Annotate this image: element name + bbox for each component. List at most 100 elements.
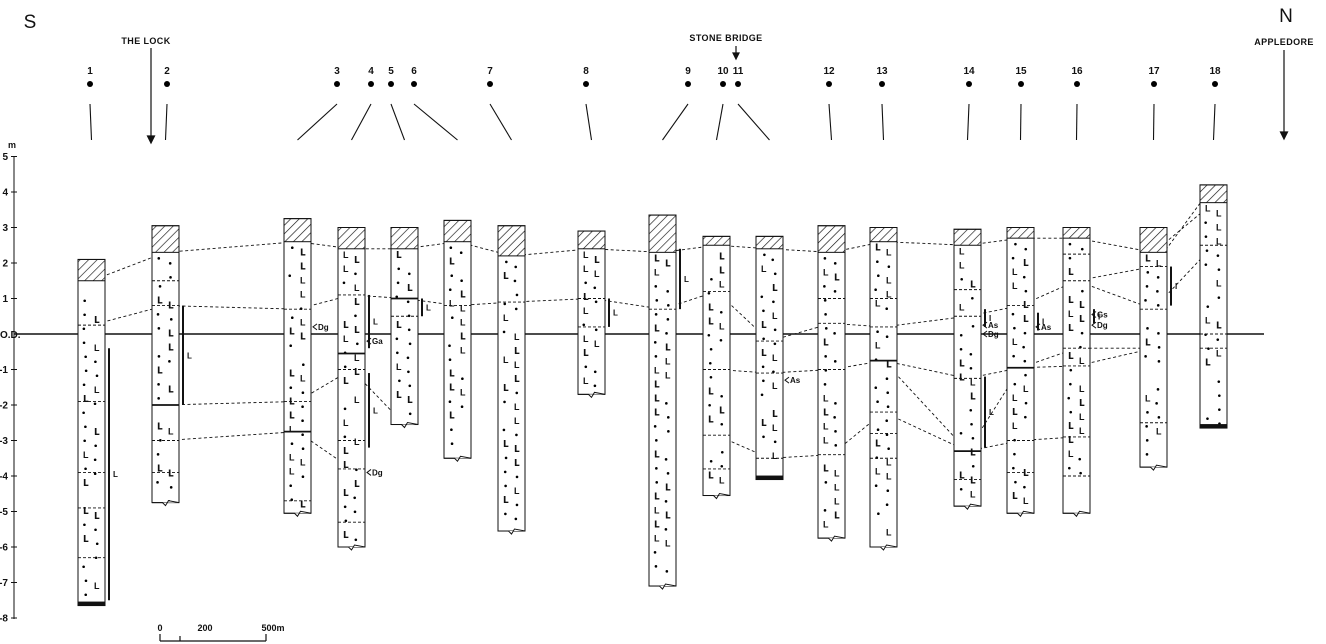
borehole-number: 6 <box>411 66 417 77</box>
sand-dot <box>1081 248 1084 251</box>
lithology-symbol: L <box>875 341 881 351</box>
sand-dot <box>515 434 518 437</box>
sand-dot <box>449 358 452 361</box>
place-the-lock: THE LOCK <box>121 36 170 46</box>
lithology-symbol: ᒪ <box>1205 358 1211 368</box>
sand-dot <box>825 327 828 330</box>
sand-dot <box>1081 290 1084 293</box>
sand-dot <box>84 467 87 470</box>
lithology-symbol: ᒪ <box>959 358 965 368</box>
sand-dot <box>960 432 963 435</box>
sand-dot <box>288 274 291 277</box>
range-bar-label: L <box>613 309 618 318</box>
sand-dot <box>94 444 97 447</box>
sand-dot <box>344 506 347 509</box>
lithology-symbol: L <box>1216 209 1222 219</box>
lithology-symbol: ᒪ <box>460 332 466 342</box>
axis-tick-label: -7 <box>0 578 8 589</box>
lithology-symbol: L <box>354 395 360 405</box>
sand-dot <box>408 385 411 388</box>
sand-dot <box>85 579 88 582</box>
sand-dot <box>450 246 453 249</box>
sand-dot <box>876 400 879 403</box>
lithology-symbol: ᒪ <box>583 292 589 302</box>
sand-dot <box>1146 411 1149 414</box>
lithology-symbol: L <box>1216 223 1222 233</box>
lithology-symbol: ᒪ <box>157 463 163 473</box>
lithology-symbol: ᒪ <box>449 383 455 393</box>
lithology-symbol: ᒪ <box>970 391 976 401</box>
borehole-leader-line <box>391 104 405 140</box>
lithology-symbol: ᒪ <box>959 470 965 480</box>
sand-dot <box>824 313 827 316</box>
borehole-number: 8 <box>583 66 589 77</box>
sand-dot <box>503 401 506 404</box>
borehole-leader-line <box>1214 104 1216 140</box>
lithology-symbol: L <box>343 250 349 260</box>
sand-dot <box>94 360 97 363</box>
borehole-column-11: LᒪLᒪᒪLLᒪᒪLL <box>756 236 783 479</box>
borehole-column-13: ᒪLLLLLᒪᒪLLLL <box>870 228 897 551</box>
sand-dot <box>1067 397 1070 400</box>
lithology-symbol: L <box>583 376 589 386</box>
lithology-symbol: ᒪ <box>343 376 349 386</box>
lithology-symbol: L <box>449 299 455 309</box>
scale-bar: 0 200 500m <box>157 623 284 641</box>
range-bar-label: L <box>426 303 431 312</box>
lithology-symbol: ᒪ <box>970 475 976 485</box>
sand-dot <box>708 292 711 295</box>
sand-dot <box>1081 332 1084 335</box>
sand-dot <box>516 294 519 297</box>
lithology-symbol: ᒪ <box>407 283 413 293</box>
sand-dot <box>887 405 890 408</box>
lithology-symbol: ᒪ <box>514 346 520 356</box>
sand-dot <box>1022 346 1025 349</box>
lithology-symbol: ᒪ <box>83 394 89 404</box>
lithology-symbol: L <box>300 290 306 300</box>
sand-dot <box>450 428 453 431</box>
sand-dot <box>1012 355 1015 358</box>
sand-dot <box>1205 235 1208 238</box>
sand-dot <box>593 287 596 290</box>
sand-dot <box>655 355 658 358</box>
sand-dot <box>503 429 506 432</box>
sand-dot <box>1206 249 1209 252</box>
borehole-leader-line <box>586 104 592 140</box>
sand-dot <box>83 299 86 302</box>
sand-dot <box>762 436 765 439</box>
sand-dot <box>1069 243 1072 246</box>
sand-dot <box>877 274 880 277</box>
lithology-symbol: ᒪ <box>594 255 600 265</box>
sand-dot <box>887 447 890 450</box>
sand-dot <box>83 327 86 330</box>
borehole-leader-line <box>490 104 512 140</box>
sand-dot <box>667 318 670 321</box>
sand-dot <box>655 565 658 568</box>
sand-dot <box>302 363 305 366</box>
sand-dot <box>302 475 305 478</box>
lithology-symbol: L <box>772 381 778 391</box>
sand-dot <box>1206 305 1209 308</box>
borehole-number: 1 <box>87 66 93 77</box>
lithology-symbol: L <box>583 306 589 316</box>
axis-tick-label: -4 <box>0 472 8 483</box>
lithology-symbol: L <box>94 581 100 591</box>
lithology-symbol: L <box>594 269 600 279</box>
sand-dot <box>407 371 410 374</box>
sand-dot <box>667 304 670 307</box>
sand-dot <box>834 290 837 293</box>
made-ground-fill <box>649 215 676 252</box>
lithology-symbol: L <box>168 426 174 436</box>
sand-dot <box>969 409 972 412</box>
place-appledore: APPLEDORE <box>1254 37 1314 47</box>
lithology-symbol: L <box>1145 393 1151 403</box>
lithology-symbol: ᒪ <box>1068 267 1074 277</box>
sand-dot <box>83 523 86 526</box>
sand-dot <box>1013 327 1016 330</box>
lithology-symbol: L <box>970 489 976 499</box>
sand-dot <box>460 279 463 282</box>
sand-dot <box>1217 254 1220 257</box>
sand-dot <box>721 451 724 454</box>
sand-dot <box>886 377 889 380</box>
